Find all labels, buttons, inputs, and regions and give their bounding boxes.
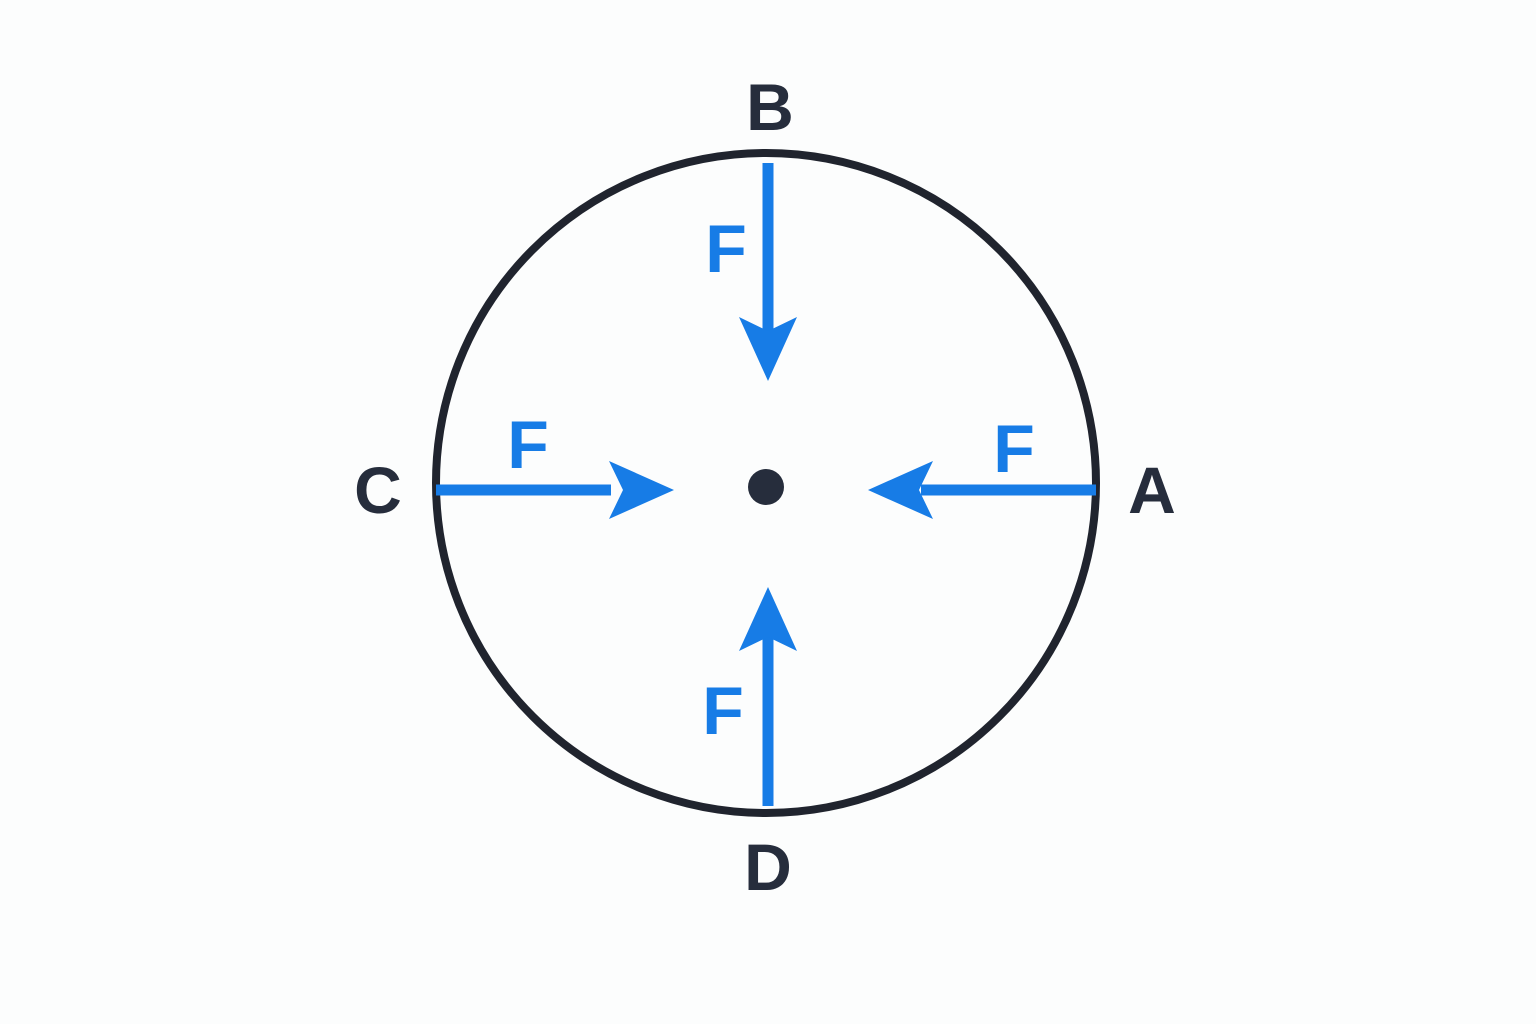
force-label-bottom: F <box>702 673 744 749</box>
point-label-bottom: D <box>744 830 792 904</box>
force-arrow-bottom <box>739 587 797 806</box>
force-arrow-top <box>739 163 797 381</box>
force-arrow-bottom-head <box>739 587 797 651</box>
circle-outline <box>432 149 1100 817</box>
force-arrow-left-head <box>609 461 674 519</box>
force-label-top: F <box>705 211 747 287</box>
force-arrow-right <box>868 461 1096 519</box>
center-dot <box>748 469 784 505</box>
point-label-right: A <box>1128 453 1176 527</box>
force-arrow-top-head <box>739 317 797 381</box>
point-label-top: B <box>746 70 794 144</box>
force-arrow-right-head <box>868 461 933 519</box>
force-label-left: F <box>507 407 549 483</box>
force-label-right: F <box>993 411 1035 487</box>
point-label-left: C <box>354 453 402 527</box>
force-arrow-left <box>436 461 674 519</box>
